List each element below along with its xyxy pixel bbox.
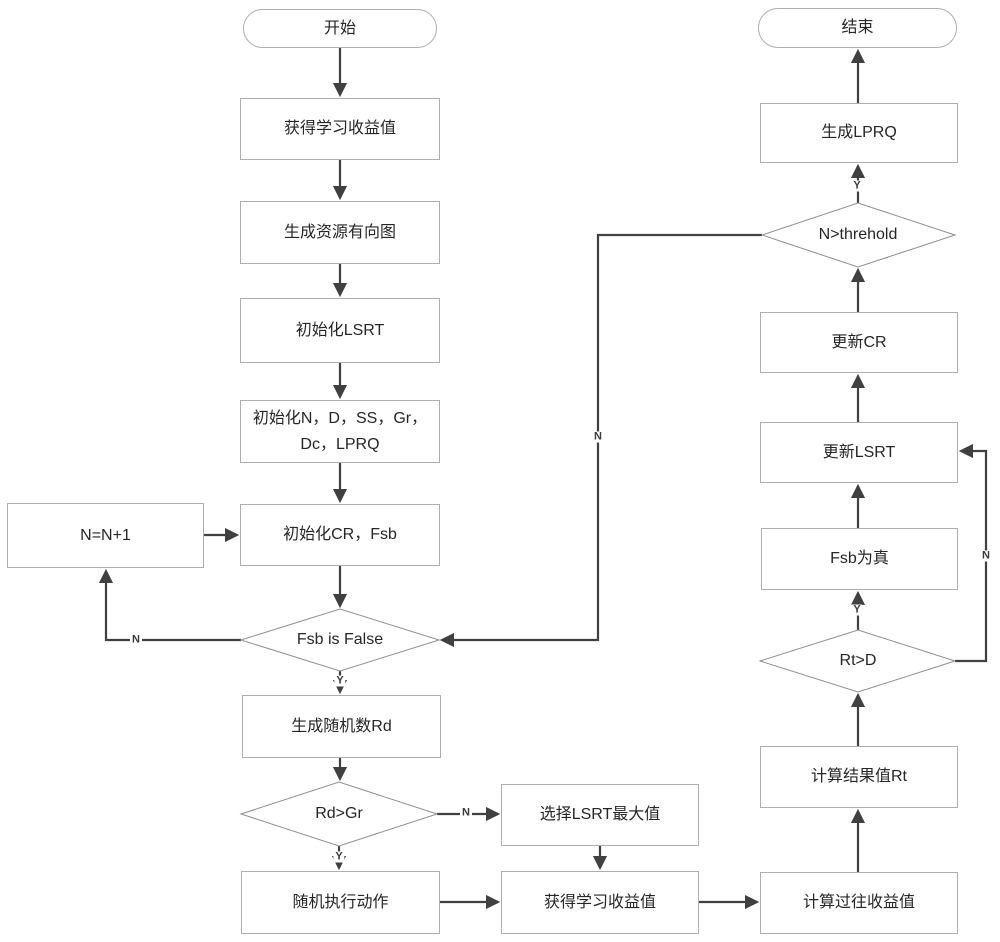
node-get-gain-mid: 获得学习收益值	[501, 871, 699, 934]
decision-rd-gt-gr-label: Rd>Gr	[315, 805, 363, 822]
node-random-action: 随机执行动作	[241, 871, 440, 934]
node-select-lsrt-max: 选择LSRT最大值	[501, 784, 699, 846]
node-init-vars: 初始化N，D，SS，Gr，Dc，LPRQ	[240, 400, 440, 463]
decision-fsb-false-shape	[239, 608, 441, 672]
decision-rt-gt-d-label: Rt>D	[839, 652, 877, 669]
decision-rt-gt-d-shape	[758, 629, 957, 693]
edge-label-rt-gt-d-yes: Y	[851, 603, 863, 616]
node-end: 结束	[758, 8, 957, 48]
node-init-cr-fsb: 初始化CR，Fsb	[240, 504, 440, 566]
edge-label-fsb-false-yes: Y	[334, 674, 346, 687]
edge-label-rd-gt-gr-no: N	[460, 806, 472, 819]
edge-label-rd-gt-gr-yes: Y	[333, 850, 345, 863]
node-n-inc: N=N+1	[7, 503, 204, 568]
node-update-cr: 更新CR	[760, 312, 958, 373]
decision-n-gt-threshold-shape	[760, 202, 957, 268]
edge-label-threshold-no: N	[592, 430, 604, 443]
node-fsb-true: Fsb为真	[761, 528, 958, 590]
node-start: 开始	[243, 9, 437, 48]
node-get-gain-top: 获得学习收益值	[240, 98, 440, 160]
edge-label-fsb-false-no: N	[130, 633, 142, 646]
node-calc-past-gain: 计算过往收益值	[760, 872, 958, 934]
node-gen-graph: 生成资源有向图	[240, 201, 440, 264]
node-gen-lprq: 生成LPRQ	[760, 103, 958, 163]
node-calc-rt: 计算结果值Rt	[760, 746, 958, 808]
node-update-lsrt: 更新LSRT	[760, 422, 958, 483]
node-init-lsrt: 初始化LSRT	[240, 298, 440, 363]
decision-fsb-false-label: Fsb is False	[296, 631, 384, 648]
edge-label-rt-gt-d-no: N	[980, 549, 992, 562]
edge-fsb-false-no-loop	[98, 568, 241, 642]
decision-rd-gt-gr-shape	[239, 781, 439, 847]
edge-label-threshold-yes: Y	[851, 179, 863, 192]
node-gen-rd: 生成随机数Rd	[242, 695, 441, 758]
decision-n-gt-threshold-label: N>threhold	[818, 226, 898, 243]
